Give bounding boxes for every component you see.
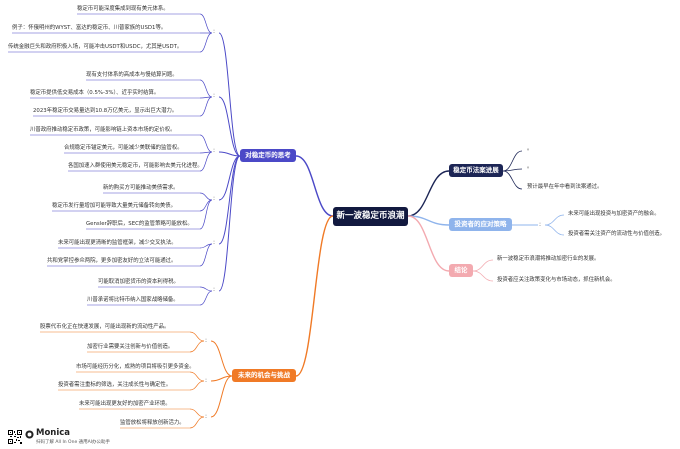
- future-leaf: 股票代币化正在快速发展，可能出现新的流动性产品。: [40, 324, 170, 330]
- edge-conclusion-leaf: [472, 259, 494, 272]
- thoughts-leaf: 川普承诺将比特币纳入国家战略储备。: [87, 297, 179, 303]
- ellipsis-thoughts-5: :: [213, 239, 216, 246]
- edge-thoughts-group-1: [218, 96, 241, 157]
- thoughts-leaf: 例子：怀俄明州的WYST、富达的稳定币、川普家族的USD1等。: [12, 25, 167, 31]
- thoughts-leaf: 新的购买方可能推动美债需求。: [103, 185, 179, 191]
- thoughts-leaf: 传统金融巨头和政府积极入场，可能冲击USDT和USDC，尤其是USDT。: [8, 44, 183, 50]
- edge-center-investor: [407, 215, 450, 226]
- edge-future-leaf: [189, 331, 205, 342]
- edge-thoughts-leaf: [199, 243, 213, 249]
- thoughts-leaf: 稳定币可能深度集成到现有美元体系。: [77, 6, 169, 12]
- ellipsis-thoughts-1: :: [213, 28, 216, 35]
- edge-legal-leaf: [502, 150, 523, 172]
- conclusion-leaf: 新一波稳定币浪潮将推动加密行业的发展。: [497, 256, 600, 262]
- branch-thoughts[interactable]: 对稳定币的思考: [240, 149, 296, 162]
- conclusion-leaf: 投资者应关注政策变化与市场动态，抓住新机会。: [497, 277, 616, 283]
- edge-thoughts-group-3: [218, 155, 241, 201]
- monica-logo-icon: [25, 430, 34, 439]
- branch-future[interactable]: 未来的机会与挑战: [232, 369, 296, 382]
- edge-thoughts-group-4: [218, 155, 241, 245]
- future-leaf: 加密行业需要关注创新与价值创造。: [87, 344, 174, 350]
- edge-thoughts-leaf: [199, 151, 213, 154]
- edge-future-group-0: [210, 340, 233, 377]
- branch-legal[interactable]: 稳定币法案进展: [449, 164, 503, 177]
- edge-future-leaf: [189, 371, 205, 382]
- legal-leaf: 。: [527, 146, 533, 152]
- footer-brand: Monica: [36, 428, 71, 438]
- ellipsis-future-1: :: [205, 337, 208, 344]
- ellipsis-future-3: :: [205, 413, 208, 420]
- thoughts-leaf: 川普政府推动稳定币政策，可能影响链上资本市场的定价权。: [30, 127, 176, 133]
- ellipsis-thoughts-2: :: [213, 92, 216, 99]
- edge-thoughts-leaf: [199, 79, 213, 98]
- edge-thoughts-leaf: [199, 286, 213, 292]
- edge-thoughts-leaf: [199, 243, 213, 267]
- edge-thoughts-leaf: [199, 134, 213, 153]
- thoughts-leaf: 稳定币提供低交易成本（0.5%-3%）、近乎实时结算。: [30, 90, 160, 96]
- edge-thoughts-leaf: [199, 192, 213, 201]
- footer-tagline: 扫码了解 All In One 通用AI办公助手: [36, 440, 111, 445]
- center-topic[interactable]: 新一波稳定币浪潮: [333, 207, 408, 226]
- edge-legal-leaf: [502, 170, 523, 190]
- investor-leaf: 投资者需关注资产的流动性与价值创造。: [568, 231, 666, 237]
- ellipsis-thoughts-3: :: [213, 147, 216, 154]
- future-leaf: 投资者需注重标的筛选，关注成长性与确定性。: [58, 382, 172, 388]
- thoughts-leaf: 各国加速入群使用美元稳定币，可能影响去美元化进程。: [68, 163, 203, 169]
- future-leaf: 未来可能出现更友好的加密产业环境。: [79, 401, 171, 407]
- edge-future-group-2: [210, 375, 233, 418]
- thoughts-leaf: 现有支付体系的高成本与慢结算问题。: [86, 72, 178, 78]
- edge-investor-leaf: [544, 224, 565, 236]
- future-leaf: 市场可能经历分化，成熟的项目将吸引更多资金。: [76, 364, 195, 370]
- legal-leaf: 。: [527, 164, 533, 170]
- ellipsis-investor: :: [539, 221, 542, 228]
- edge-future-group-1: [210, 375, 233, 382]
- edge-investor-leaf: [544, 214, 565, 226]
- edge-thoughts-group-0: [218, 32, 241, 157]
- edge-thoughts-leaf: [199, 96, 213, 117]
- ellipsis-thoughts-6: :: [213, 286, 216, 293]
- edge-thoughts-group-2: [218, 151, 241, 157]
- edge-thoughts-leaf: [199, 13, 213, 34]
- edge-thoughts-leaf: [199, 151, 213, 172]
- thoughts-leaf: 2023年稳定币交易量达到10.8万亿美元，显示出巨大潜力。: [33, 108, 178, 114]
- edge-future-leaf: [189, 340, 205, 353]
- edge-center-legal: [407, 170, 450, 217]
- edge-center-future: [295, 215, 334, 377]
- thoughts-leaf: 未来可能出现更清晰的监管框架，减少交叉执法。: [58, 240, 177, 246]
- future-leaf: 监管放松将释放创新活力。: [120, 420, 185, 426]
- edge-thoughts-leaf: [199, 290, 213, 306]
- thoughts-leaf: 可能取消加密货币的资本利得税。: [98, 279, 179, 285]
- edge-future-leaf: [189, 380, 205, 391]
- edge-thoughts-group-5: [218, 155, 241, 292]
- ellipsis-future-2: :: [205, 377, 208, 384]
- thoughts-leaf: 稳定币发行量增加可能导致大量美元储备转向美债。: [52, 203, 176, 209]
- thoughts-leaf: 合规稳定币锚定美元，可能减少美联储的监管权。: [64, 145, 183, 151]
- qr-code-icon: [8, 430, 22, 444]
- thoughts-leaf: 共和党掌控参众两院，更多加密友好的立法可能通过。: [47, 258, 177, 264]
- edge-conclusion-leaf: [472, 270, 494, 282]
- edge-future-leaf: [189, 416, 205, 429]
- branch-conclusion[interactable]: 结论: [449, 264, 473, 277]
- edge-center-conclusion: [407, 215, 450, 272]
- branch-investor[interactable]: 投资者的应对策略: [449, 218, 512, 231]
- thoughts-leaf: Gensler辞职后，SEC的监管策略可能放松。: [86, 221, 193, 227]
- edge-thoughts-leaf: [199, 96, 213, 99]
- legal-leaf: 预计最早在年中看到法案通过。: [527, 184, 603, 190]
- edge-future-leaf: [189, 408, 205, 418]
- edge-thoughts-leaf: [199, 199, 213, 230]
- edge-thoughts-leaf: [199, 32, 213, 53]
- ellipsis-thoughts-4: :: [213, 195, 216, 202]
- investor-leaf: 未来可能出现投资与加密资产的融合。: [568, 211, 660, 217]
- edge-center-thoughts: [295, 155, 334, 217]
